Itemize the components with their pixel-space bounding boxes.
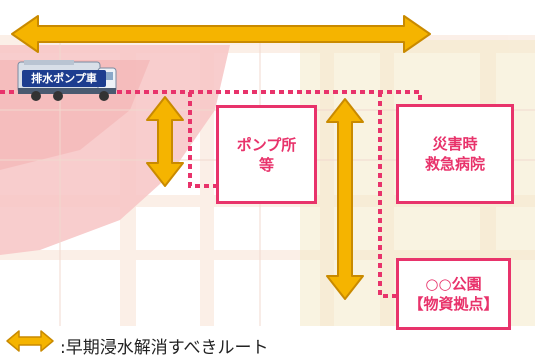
park-box: ○○公園 【物資拠点】 xyxy=(396,258,511,330)
pump-truck-label: 排水ポンプ車 xyxy=(22,70,106,87)
route-arrow-top xyxy=(11,15,431,53)
hospital-box: 災害時 救急病院 xyxy=(396,104,514,204)
route-arrow-vertical-2 xyxy=(326,98,364,300)
legend-text: :早期浸水解消すべきルート xyxy=(60,338,269,356)
pump-station-label: ポンプ所 等 xyxy=(236,135,297,174)
legend: :早期浸水解消すべきルート xyxy=(0,326,535,356)
hospital-label: 災害時 救急病院 xyxy=(424,135,485,173)
route-arrow-vertical-1 xyxy=(146,96,184,187)
pump-station-box: ポンプ所 等 xyxy=(216,105,317,204)
double-arrow-icon xyxy=(6,330,54,352)
park-label: ○○公園 【物資拠点】 xyxy=(408,275,499,313)
